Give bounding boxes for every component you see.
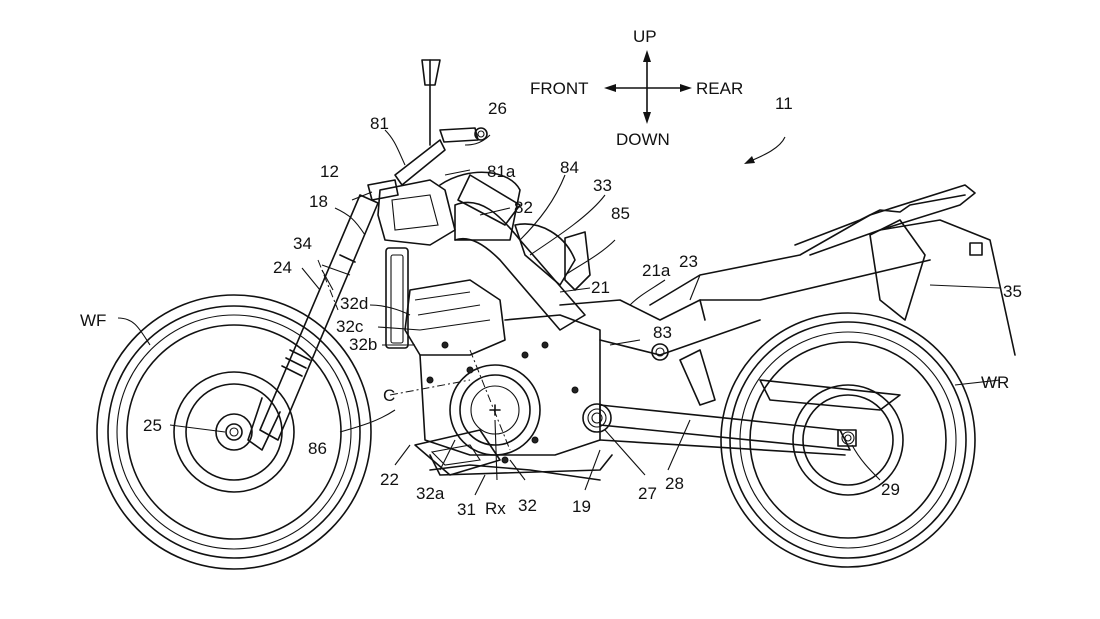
ref-label-C: C — [383, 386, 396, 405]
ref-label-WF: WF — [80, 311, 107, 330]
ref-label-27: 27 — [638, 484, 657, 503]
ref-label-26: 26 — [488, 99, 507, 118]
ref-label-23: 23 — [679, 252, 698, 271]
ref-label-32c: 32c — [336, 317, 364, 336]
assembly-arrow-11 — [744, 136, 786, 164]
orientation-up-label: UP — [633, 27, 657, 46]
ref-label-83: 83 — [653, 323, 672, 342]
ref-label-18: 18 — [309, 192, 328, 211]
ref-label-Rx: Rx — [485, 499, 506, 518]
tank-panel — [564, 231, 591, 291]
ref-label-32a: 32a — [416, 484, 445, 503]
ref-label-82: 82 — [514, 198, 533, 217]
pivot — [582, 403, 612, 433]
rear-wheel — [720, 312, 976, 568]
ref-label-21a: 21a — [642, 261, 671, 280]
ref-label-11: 11 — [775, 94, 793, 113]
skid-plate — [414, 429, 501, 476]
ref-label-12: 12 — [320, 162, 339, 181]
ref-label-22: 22 — [380, 470, 399, 489]
ref-label-28: 28 — [665, 474, 684, 493]
ref-label-21: 21 — [591, 278, 610, 297]
ref-label-25: 25 — [143, 416, 162, 435]
ref-label-85: 85 — [611, 204, 630, 223]
ref-label-32b: 32b — [349, 335, 378, 354]
front-fork — [247, 179, 399, 451]
ref-label-81a: 81a — [487, 162, 516, 181]
ref-label-86: 86 — [308, 439, 327, 458]
ref-label-31: 31 — [457, 500, 476, 519]
orientation-arrows — [604, 50, 692, 124]
ref-label-81: 81 — [370, 114, 389, 133]
orientation-rear-label: REAR — [696, 79, 744, 98]
swing-arm — [599, 349, 901, 456]
headlight-cowl — [377, 171, 521, 246]
leader-lines — [117, 129, 1001, 496]
front-wheel — [96, 294, 372, 570]
ref-label-34: 34 — [293, 234, 312, 253]
ref-label-19: 19 — [572, 497, 591, 516]
ref-label-32: 32 — [518, 496, 537, 515]
ref-label-29: 29 — [881, 480, 900, 499]
frame-body — [559, 184, 1016, 361]
ref-label-84: 84 — [560, 158, 579, 177]
ref-label-33: 33 — [593, 176, 612, 195]
ref-label-WR: WR — [981, 373, 1010, 392]
ref-label-32d: 32d — [340, 294, 369, 313]
radiator — [385, 247, 409, 349]
orientation-down-label: DOWN — [616, 130, 670, 149]
intake-duct — [454, 174, 586, 331]
ref-label-35: 35 — [1003, 282, 1022, 301]
orientation-front-label: FRONT — [530, 79, 589, 98]
handlebar — [394, 59, 488, 186]
ref-label-24: 24 — [273, 258, 292, 277]
engine — [389, 279, 613, 481]
